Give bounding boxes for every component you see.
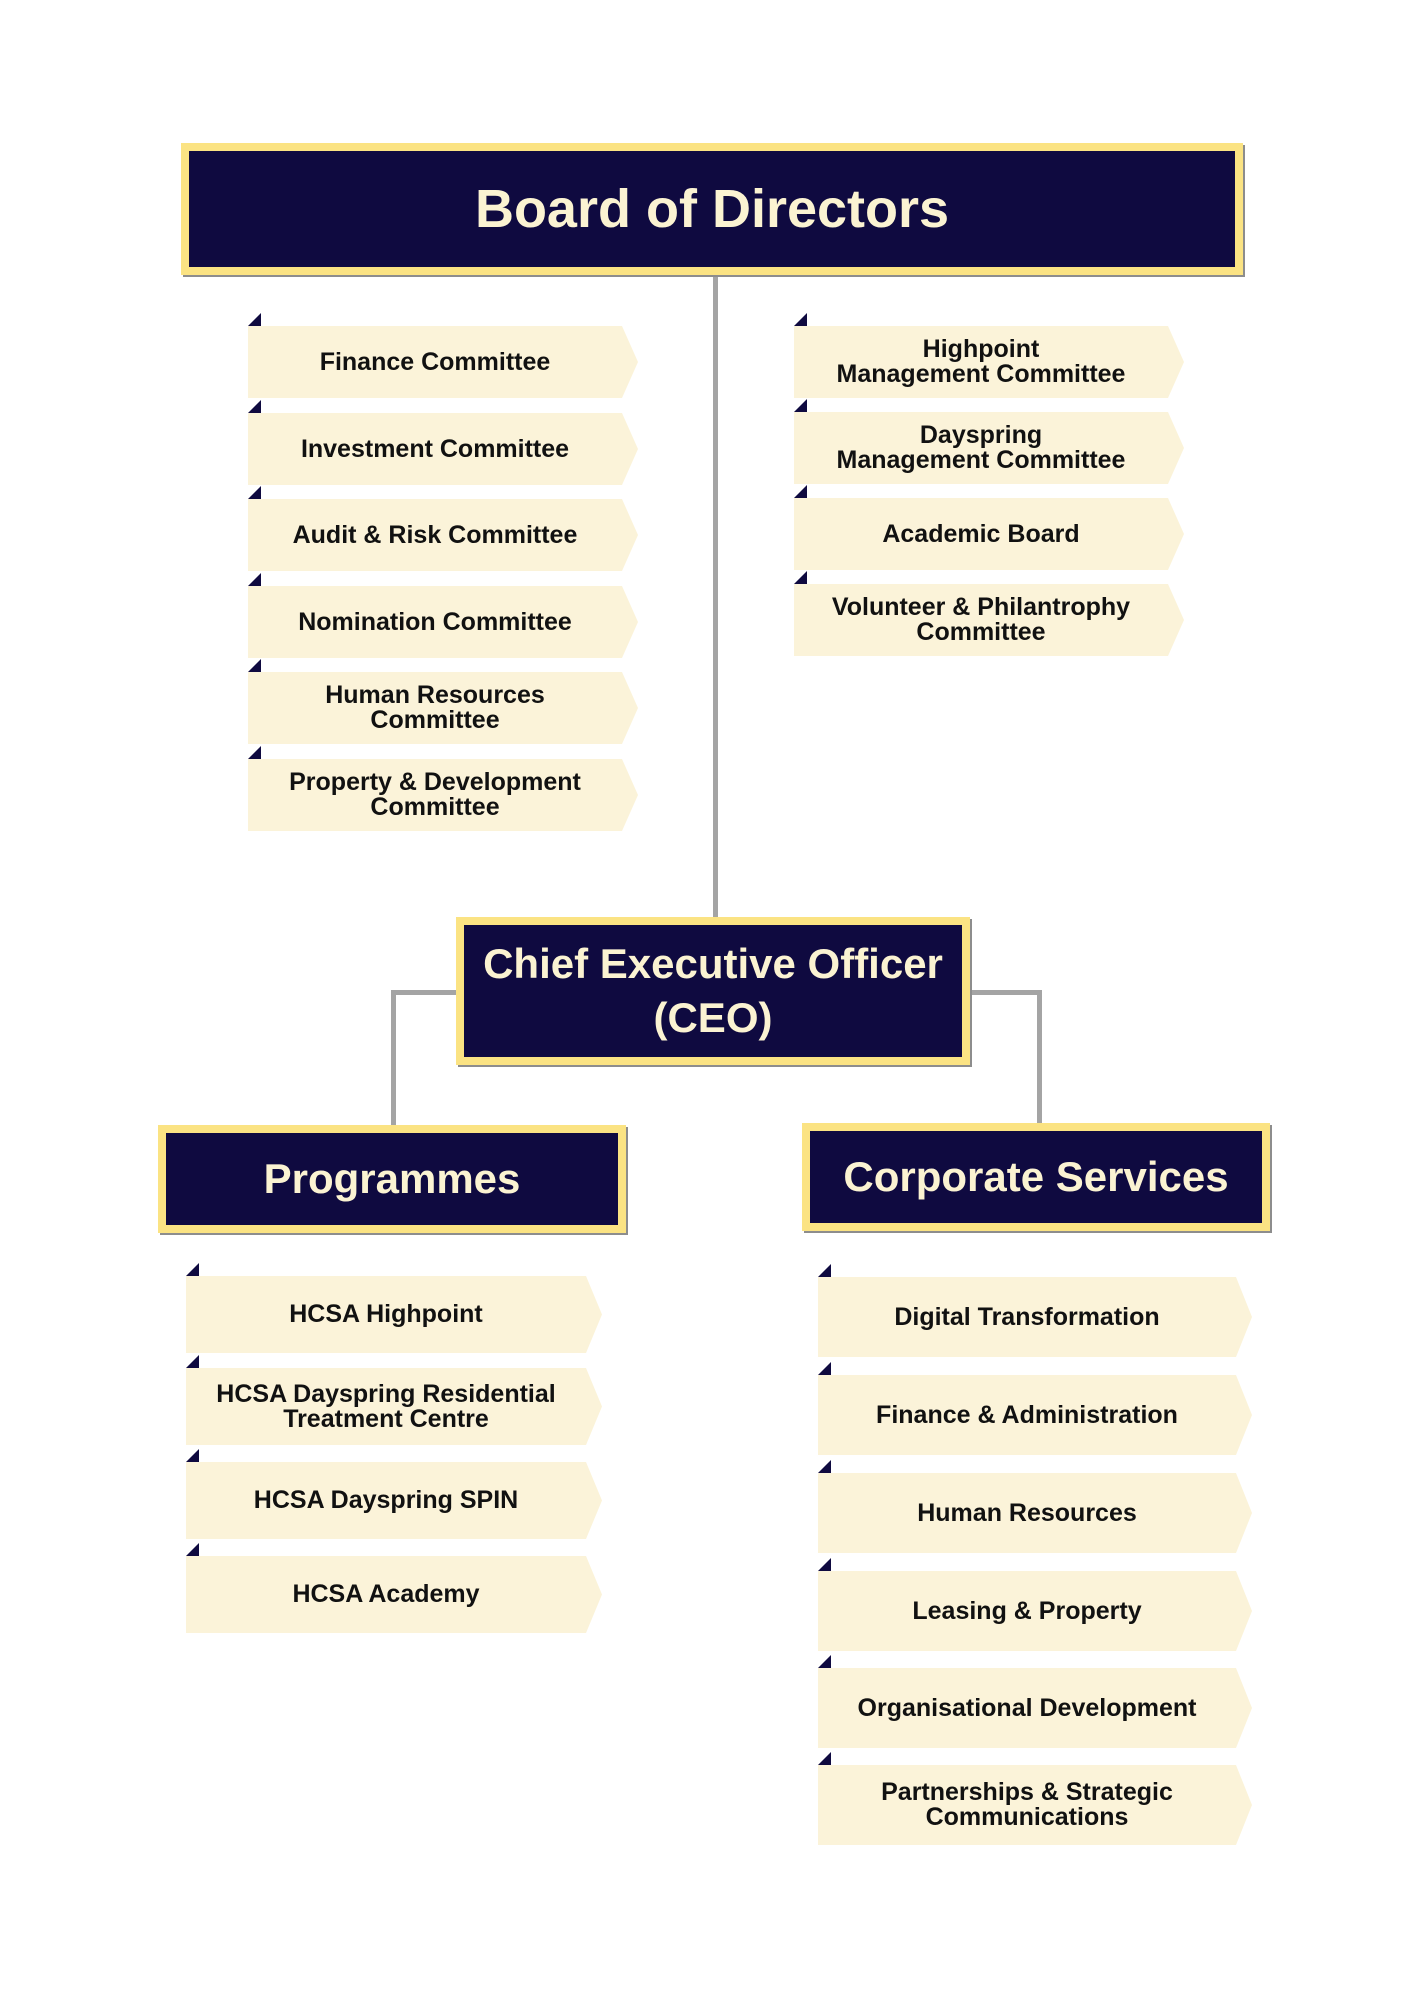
board-of-directors-box: Board of Directors [181,143,1243,275]
committee-item: Audit & Risk Committee [248,499,638,571]
ceo-title: Chief Executive Officer (CEO) [483,940,943,1041]
programme-item: HCSA Academy [186,1556,602,1633]
programme-item: HCSA Dayspring Residential Treatment Cen… [186,1368,602,1445]
ceo-box: Chief Executive Officer (CEO) [456,917,970,1065]
bullet-marker [186,1263,199,1276]
corporate-services-title: Corporate Services [843,1153,1229,1200]
bullet-marker [794,485,807,498]
bullet-marker [248,313,261,326]
programmes-box: Programmes [158,1125,626,1233]
bullet-marker [248,659,261,672]
bullet-marker [818,1264,831,1277]
bullet-marker [794,571,807,584]
committee-item: Nomination Committee [248,586,638,658]
committee-item: Dayspring Management Committee [794,412,1184,484]
corporate-item: Digital Transformation [818,1277,1252,1357]
bullet-marker [794,313,807,326]
corporate-item: Partnerships & Strategic Communications [818,1765,1252,1845]
corporate-item: Finance & Administration [818,1375,1252,1455]
bullet-marker [818,1362,831,1375]
programme-item: HCSA Highpoint [186,1276,602,1353]
committee-item: Human Resources Committee [248,672,638,744]
bullet-marker [248,486,261,499]
corporate-item: Human Resources [818,1473,1252,1553]
bullet-marker [186,1355,199,1368]
connector-ceo-to-corporate-v [1037,990,1042,1133]
connector-board-to-ceo [713,273,718,923]
connector-ceo-to-programmes-h [391,990,461,995]
programmes-title: Programmes [263,1155,521,1202]
programme-item: HCSA Dayspring SPIN [186,1462,602,1539]
board-of-directors-title: Board of Directors [474,179,950,239]
committee-item: Finance Committee [248,326,638,398]
committee-item: Investment Committee [248,413,638,485]
corporate-item: Organisational Development [818,1668,1252,1748]
connector-ceo-to-programmes-v [391,990,396,1135]
bullet-marker [186,1543,199,1556]
bullet-marker [794,399,807,412]
bullet-marker [818,1460,831,1473]
committee-item: Volunteer & Philantrophy Committee [794,584,1184,656]
committee-item: Academic Board [794,498,1184,570]
corporate-services-box: Corporate Services [802,1123,1270,1231]
bullet-marker [186,1449,199,1462]
committee-item: Highpoint Management Committee [794,326,1184,398]
committee-item: Property & Development Committee [248,759,638,831]
bullet-marker [818,1655,831,1668]
bullet-marker [248,400,261,413]
bullet-marker [248,573,261,586]
bullet-marker [818,1558,831,1571]
bullet-marker [818,1752,831,1765]
corporate-item: Leasing & Property [818,1571,1252,1651]
bullet-marker [248,746,261,759]
connector-ceo-to-corporate-h [970,990,1042,995]
